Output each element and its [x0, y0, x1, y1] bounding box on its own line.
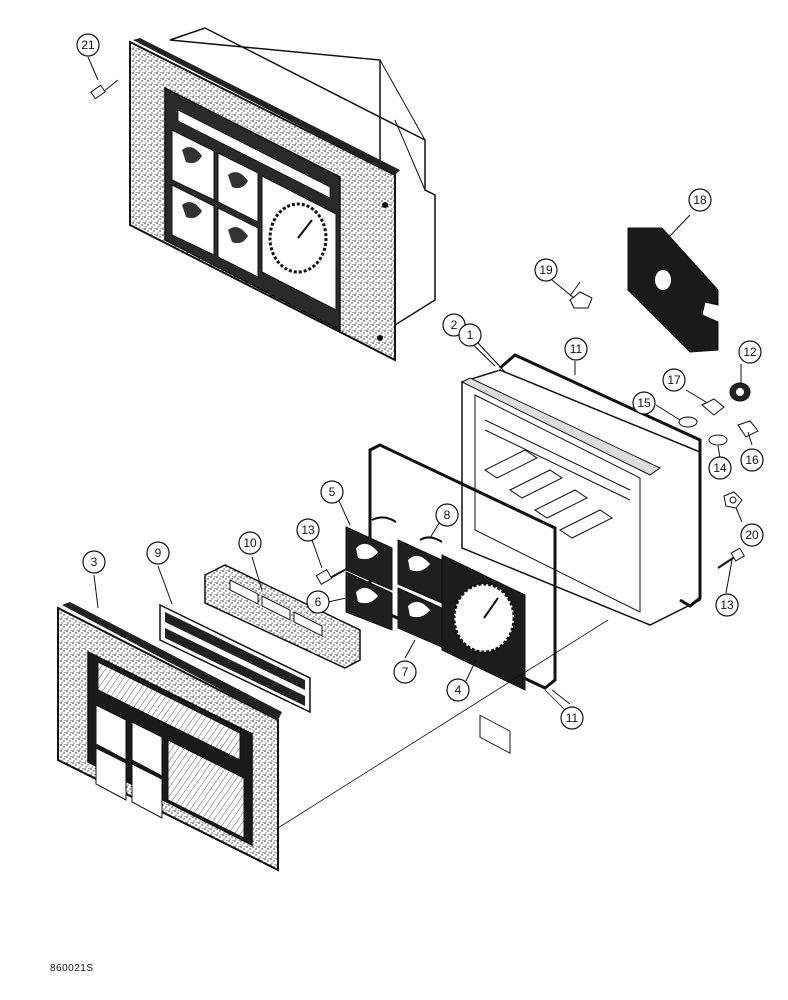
callout-c5: 5 [320, 480, 344, 504]
callout-number: 3 [91, 555, 98, 569]
callout-c8: 8 [435, 503, 459, 527]
callout-c16: 16 [740, 448, 764, 472]
callout-c17: 17 [662, 368, 686, 392]
callout-number: 13 [301, 523, 315, 537]
callout-number: 19 [539, 263, 553, 277]
callout-c13a: 13 [296, 518, 320, 542]
callout-circle [76, 33, 100, 57]
callout-circle [662, 368, 686, 392]
callout-c7: 7 [393, 660, 417, 684]
callout-number: 20 [745, 528, 759, 542]
callout-circle [632, 391, 656, 415]
small-parts [678, 382, 759, 509]
callout-number: 4 [455, 683, 462, 697]
callout-circle [740, 448, 764, 472]
callout-number: 8 [444, 508, 451, 522]
gasket-11-top [499, 353, 702, 608]
assembled-cluster [129, 27, 436, 362]
callout-number: 12 [743, 345, 757, 359]
callout-number: 15 [637, 396, 651, 410]
callout-c11a: 11 [564, 337, 588, 361]
callout-c19: 19 [534, 258, 558, 282]
front-bezel-3 [57, 602, 282, 872]
indicator-strip-9 [159, 603, 311, 714]
callout-c13b: 13 [715, 593, 739, 617]
callout-circle [708, 456, 732, 480]
callout-circle [688, 188, 712, 212]
callout-circle [82, 550, 106, 574]
gasket-18 [627, 214, 719, 353]
callout-number: 18 [693, 193, 707, 207]
callout-number: 9 [155, 546, 162, 560]
callout-c11b: 11 [560, 706, 584, 730]
callout-c14: 14 [708, 456, 732, 480]
callout-number: 11 [566, 711, 579, 725]
callout-number: 7 [402, 665, 409, 679]
callout-number: 5 [329, 485, 336, 499]
lens-panel-10 [204, 564, 361, 669]
callout-circle [146, 541, 170, 565]
callout-circle [446, 678, 470, 702]
callout-number: 17 [667, 373, 681, 387]
callout-number: 10 [243, 536, 257, 550]
callout-circle [738, 340, 762, 364]
callout-circle [715, 593, 739, 617]
callout-c1: 1 [458, 323, 482, 347]
housing-1 [460, 369, 701, 754]
callout-c18: 18 [688, 188, 712, 212]
callout-circle [306, 590, 330, 614]
callout-c9: 9 [146, 541, 170, 565]
callout-circle [534, 258, 558, 282]
callout-number: 21 [81, 38, 95, 52]
gauges [345, 516, 526, 691]
callout-circle [458, 323, 482, 347]
callout-c10: 10 [238, 531, 262, 555]
figure-reference-number: 860021S [50, 963, 94, 974]
callout-number: 1 [467, 328, 474, 342]
callout-c12: 12 [738, 340, 762, 364]
callout-c15: 15 [632, 391, 656, 415]
callout-circle [320, 480, 344, 504]
clip-19 [551, 279, 593, 309]
callout-c20: 20 [740, 523, 764, 547]
callout-number: 2 [451, 318, 458, 332]
screws-13 [315, 547, 746, 586]
callout-c3: 3 [82, 550, 106, 574]
callout-number: 14 [713, 461, 727, 475]
callout-circle [560, 706, 584, 730]
callout-circle [564, 337, 588, 361]
callout-circle [393, 660, 417, 684]
screw-21 [90, 79, 119, 100]
callout-number: 16 [745, 453, 759, 467]
callout-c6: 6 [306, 590, 330, 614]
callout-circle [435, 503, 459, 527]
callout-number: 11 [570, 342, 583, 356]
callout-number: 13 [720, 598, 734, 612]
callout-circle [740, 523, 764, 547]
callout-circle [238, 531, 262, 555]
callout-c21: 21 [76, 33, 100, 57]
callout-c4: 4 [446, 678, 470, 702]
callout-circle [296, 518, 320, 542]
callout-number: 6 [315, 595, 322, 609]
